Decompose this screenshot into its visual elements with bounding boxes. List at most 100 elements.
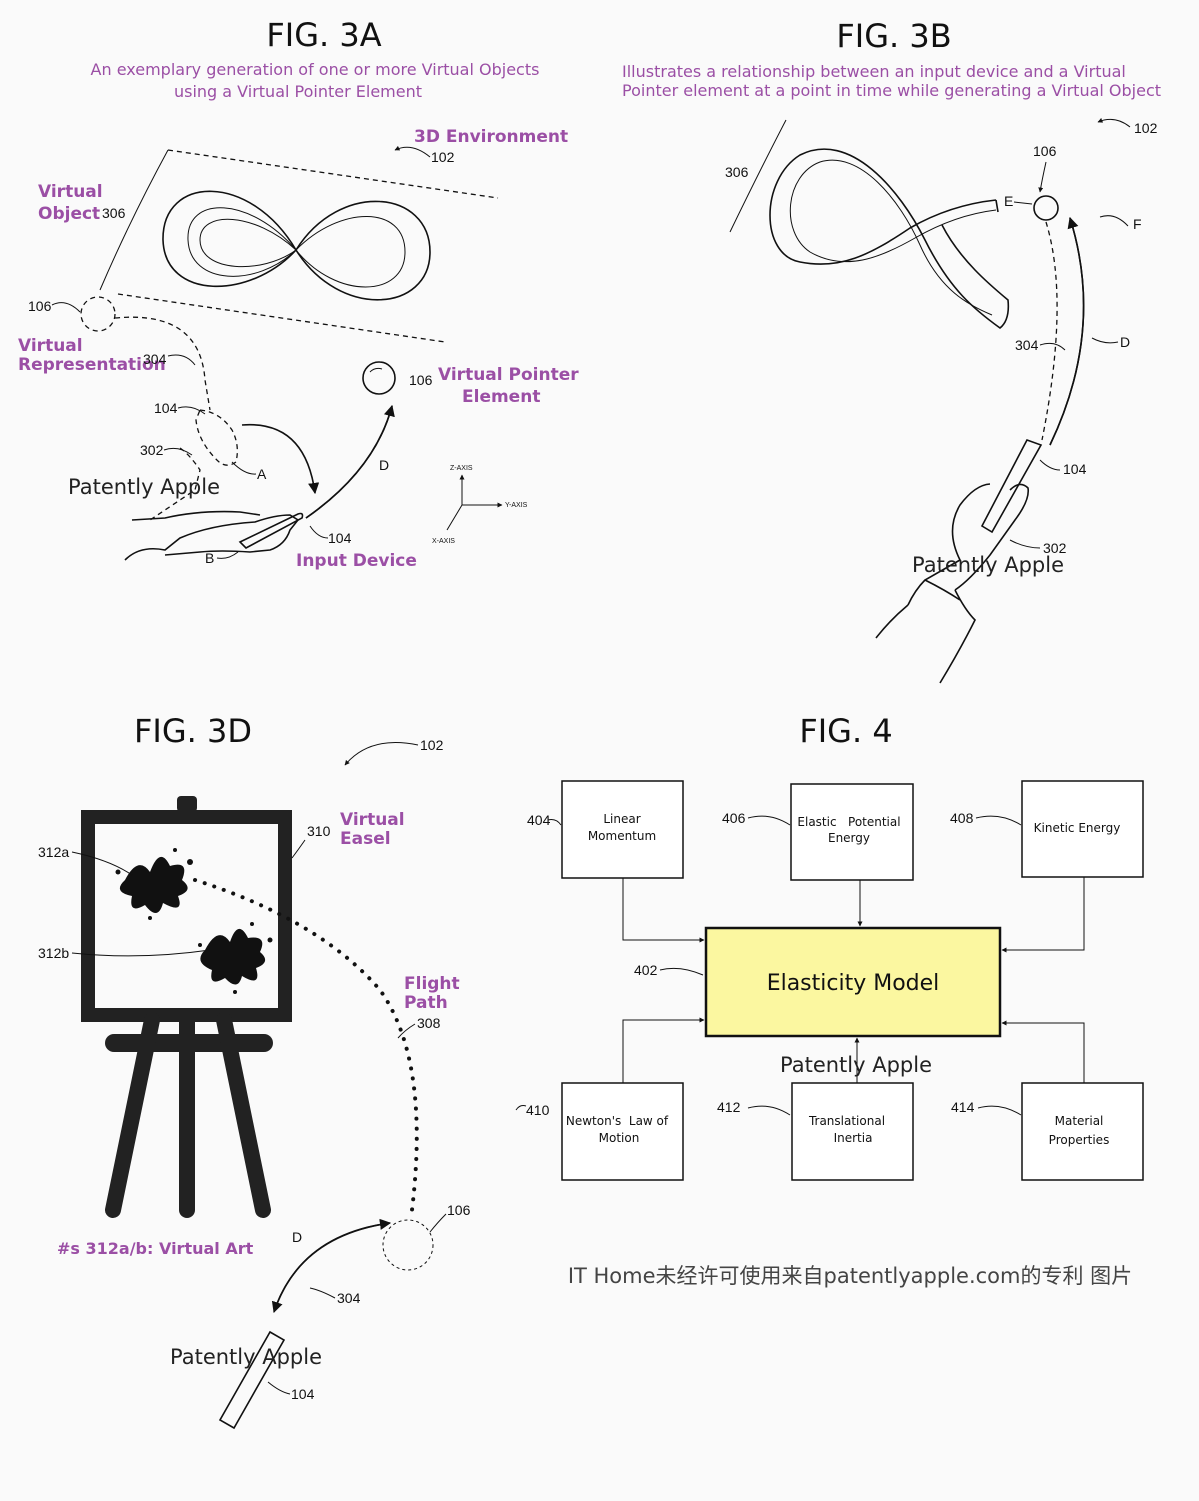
fig-3a-title: FIG. 3A xyxy=(266,16,381,54)
ref-410: 410 xyxy=(526,1102,550,1118)
ref-106-b: 106 xyxy=(409,372,433,388)
ref-302-leader xyxy=(1009,539,1041,549)
label-a-leader xyxy=(231,461,257,475)
ref-308: 308 xyxy=(417,1015,441,1031)
pointer-label-line2: Element xyxy=(462,387,540,407)
ref-310-leader xyxy=(291,839,306,859)
elasticity-model-box xyxy=(704,926,1002,1038)
virtual-art-312b xyxy=(198,922,273,994)
virtual-object-label-line2: Object xyxy=(38,204,100,224)
watermark: Patently Apple xyxy=(68,475,220,499)
ref-104-a-leader xyxy=(177,406,206,415)
ref-102-leader xyxy=(394,145,431,158)
box-408-line1: Kinetic Energy xyxy=(1034,821,1121,835)
box-elastic-potential-energy: Elastic Potential Energy 406 xyxy=(722,783,914,881)
ref-104: 104 xyxy=(291,1386,315,1402)
ref-312b: 312b xyxy=(38,945,69,961)
virtual-pointer-sphere xyxy=(382,1219,434,1271)
environment-edge xyxy=(729,119,787,233)
easel-label-line2: Easel xyxy=(340,829,391,849)
environment-plane-left-edge xyxy=(99,149,169,291)
ref-106-leader xyxy=(429,1213,447,1233)
fig-3a-caption-line2: using a Virtual Pointer Element xyxy=(174,82,422,101)
ref-304: 304 xyxy=(143,351,167,367)
ref-306: 306 xyxy=(725,164,749,180)
virtual-representation-sphere xyxy=(80,296,116,332)
flight-path xyxy=(193,878,419,1212)
virtual-object-label-line1: Virtual xyxy=(38,182,103,202)
label-d-leader xyxy=(1091,337,1119,344)
movement-arc-d-inner xyxy=(305,405,393,519)
movement-arc-d-inner xyxy=(275,1223,385,1307)
ref-406: 406 xyxy=(722,810,746,826)
fig-3a: FIG. 3A An exemplary generation of one o… xyxy=(18,16,579,571)
ref-302-leader xyxy=(163,447,193,456)
box-410-line2: Motion xyxy=(599,1131,640,1145)
label-d: D xyxy=(379,457,389,473)
environment-label: 3D Environment xyxy=(414,127,568,147)
fig-3d-title: FIG. 3D xyxy=(134,712,252,750)
ref-310: 310 xyxy=(307,823,331,839)
label-a: A xyxy=(257,466,267,482)
box-404-line2: Momentum xyxy=(588,829,656,843)
fig-4-title: FIG. 4 xyxy=(799,712,892,750)
y-axis-label: Y-AXIS xyxy=(505,502,528,509)
ref-302: 302 xyxy=(1043,540,1067,556)
ref-402: 402 xyxy=(634,962,658,978)
box-412-line2: Inertia xyxy=(834,1131,873,1145)
ref-306: 306 xyxy=(102,205,126,221)
ref-106: 106 xyxy=(447,1202,471,1218)
virtual-art-label: #s 312a/b: Virtual Art xyxy=(57,1239,254,1258)
box-410-line1: Newton's Law of xyxy=(566,1114,669,1128)
ref-106-leader xyxy=(1038,161,1047,193)
fig-3b-title: FIG. 3B xyxy=(836,17,951,55)
ref-304: 304 xyxy=(1015,337,1039,353)
z-axis-label: Z-AXIS xyxy=(450,465,473,472)
virtual-representation-path xyxy=(114,316,211,411)
ref-104-a: 104 xyxy=(154,400,178,416)
virtual-easel xyxy=(81,796,292,1218)
ref-312b-leader xyxy=(71,949,211,957)
motion-arrow-a xyxy=(241,423,320,495)
easel-label-line1: Virtual xyxy=(340,810,405,830)
fig-3b-caption-line1: Illustrates a relationship between an in… xyxy=(622,62,1126,81)
label-b-leader xyxy=(216,551,239,559)
pointer-link-dashed xyxy=(1041,221,1058,441)
ref-312a: 312a xyxy=(38,844,69,860)
pointer-sphere-highlight xyxy=(369,367,383,373)
ref-104-b: 104 xyxy=(328,530,352,546)
ref-102: 102 xyxy=(431,149,455,165)
ref-304-leader xyxy=(309,1287,336,1299)
ref-106-leader xyxy=(51,302,81,313)
ref-304: 304 xyxy=(337,1290,361,1306)
ref-404: 404 xyxy=(527,812,551,828)
partial-virtual-object xyxy=(769,148,1010,330)
label-f: F xyxy=(1133,216,1142,232)
box-kinetic-energy: Kinetic Energy 408 xyxy=(950,780,1144,878)
box-414-line1: Material xyxy=(1055,1114,1104,1128)
movement-arc-d-inner xyxy=(1049,217,1085,446)
ref-102-leader xyxy=(344,742,419,766)
box-material-properties: Material Properties 414 xyxy=(951,1082,1144,1181)
virtual-object-infinity xyxy=(162,190,431,301)
ref-102: 102 xyxy=(1134,120,1158,136)
ref-104-b-leader xyxy=(309,525,329,539)
box-406-line2: Energy xyxy=(828,831,870,845)
box-404-line1: Linear xyxy=(603,812,640,826)
axes-indicator: Z-AXIS Y-AXIS X-AXIS xyxy=(432,465,528,545)
virtual-representation-label-line1: Virtual xyxy=(18,336,83,356)
ref-104-leader xyxy=(267,1381,291,1395)
fig-3b-caption-line2: Pointer element at a point in time while… xyxy=(622,81,1161,100)
ref-106: 106 xyxy=(1033,143,1057,159)
watermark: Patently Apple xyxy=(780,1053,932,1077)
fig-3b: FIG. 3B Illustrates a relationship betwe… xyxy=(622,17,1161,684)
label-d: D xyxy=(1120,334,1130,350)
ref-312a-leader xyxy=(71,851,133,876)
box-newtons-law: Newton's Law of Motion 410 xyxy=(515,1082,684,1181)
ref-106-a: 106 xyxy=(28,298,52,314)
virtual-art-312a xyxy=(115,848,193,920)
pointer-label-line1: Virtual Pointer xyxy=(438,365,579,385)
x-axis-label: X-AXIS xyxy=(432,538,455,545)
box-412-line1: Translational xyxy=(808,1114,885,1128)
